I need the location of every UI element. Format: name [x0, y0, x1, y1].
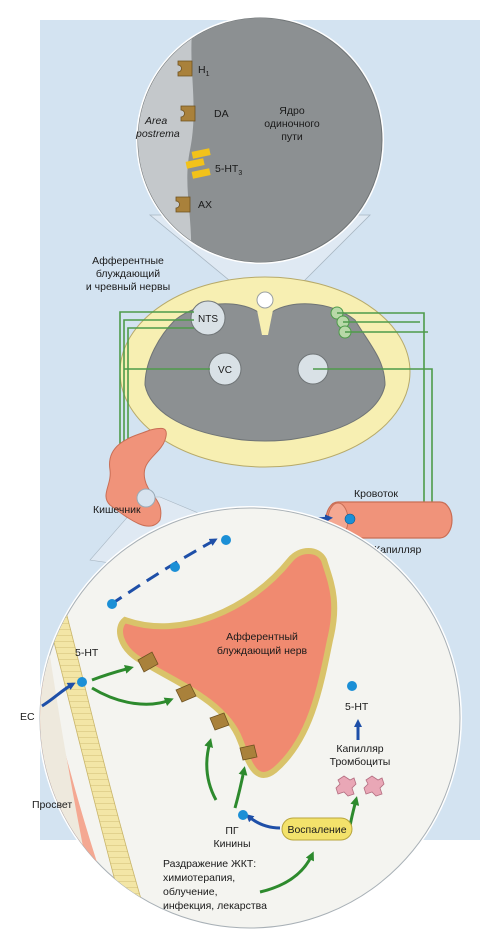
- ec-label: EC: [20, 711, 35, 723]
- vc-label: VC: [218, 365, 232, 376]
- receptor-da-label: DA: [214, 108, 229, 120]
- irritation-label-1: Раздражение ЖКТ:: [163, 858, 256, 870]
- capillary-platelets-label-2: Тромбоциты: [330, 756, 391, 768]
- platelets-icon: [335, 775, 385, 797]
- inflammation-badge: Воспаление: [281, 817, 353, 841]
- bloodflow-label: Кровоток: [354, 488, 398, 500]
- serotonin-left-label: 5-HT: [75, 647, 99, 659]
- receptor-5ht3-icon: [185, 148, 211, 179]
- afferent-nerve-label-1: Афферентный: [226, 631, 298, 643]
- kinins-label: Кинины: [214, 838, 251, 850]
- serotonin-release-arrow: [109, 538, 218, 607]
- afferent-nerves-label-3: и чревный нервы: [86, 281, 170, 293]
- capillary-platelets-label-1: Капилляр: [336, 743, 383, 755]
- nucleus-label-2: одиночного: [264, 118, 320, 130]
- lumen-label: Просвет: [32, 799, 72, 811]
- receptor-h1-icon: [177, 60, 193, 77]
- afferent-nerves-label-2: блуждающий: [96, 268, 160, 280]
- nerve-fibers: [119, 311, 433, 512]
- top-zoom-circle: H1 DA 5-HT3 AX Area postrema Ядро одиноч…: [135, 16, 384, 264]
- brainstem-section: NTS VC: [119, 276, 411, 468]
- serotonin-dot: [344, 513, 356, 525]
- capillary-label: Капилляр: [374, 544, 421, 556]
- nerve-receptors: [137, 651, 258, 761]
- irritation-label-3: облучение,: [163, 886, 218, 898]
- receptor-h1-label: H1: [198, 64, 210, 78]
- receptor-ax-label: AX: [198, 199, 212, 211]
- afferent-nerve-body: [117, 548, 338, 778]
- intestine-label: Кишечник: [93, 504, 141, 516]
- receptor-5ht3-label: 5-HT3: [215, 163, 242, 177]
- inflammation-label: Воспаление: [287, 824, 346, 836]
- afferent-nerves-label-1: Афферентные: [92, 255, 164, 267]
- nucleus-label-1: Ядро: [279, 105, 305, 117]
- nts-label: NTS: [198, 314, 218, 325]
- ec-to-serotonin-arrow: [41, 682, 76, 708]
- pg-label: ПГ: [225, 825, 239, 837]
- area-postrema-label-2: postrema: [135, 128, 180, 140]
- nucleus-label-3: пути: [281, 131, 303, 143]
- receptor-da-icon: [180, 105, 196, 122]
- irritation-label-2: химиотерапия,: [163, 872, 235, 884]
- receptor-ax-icon: [175, 196, 191, 213]
- irritation-label-4: инфекция, лекарства: [163, 900, 267, 912]
- afferent-nerve-label-2: блуждающий нерв: [217, 645, 308, 657]
- bottom-zoom-circle: Афферентный блуждающий нерв 5-HT EC Прос…: [20, 506, 462, 930]
- area-postrema-label-1: Area: [144, 115, 167, 127]
- serotonin-right-label: 5-HT: [345, 701, 369, 713]
